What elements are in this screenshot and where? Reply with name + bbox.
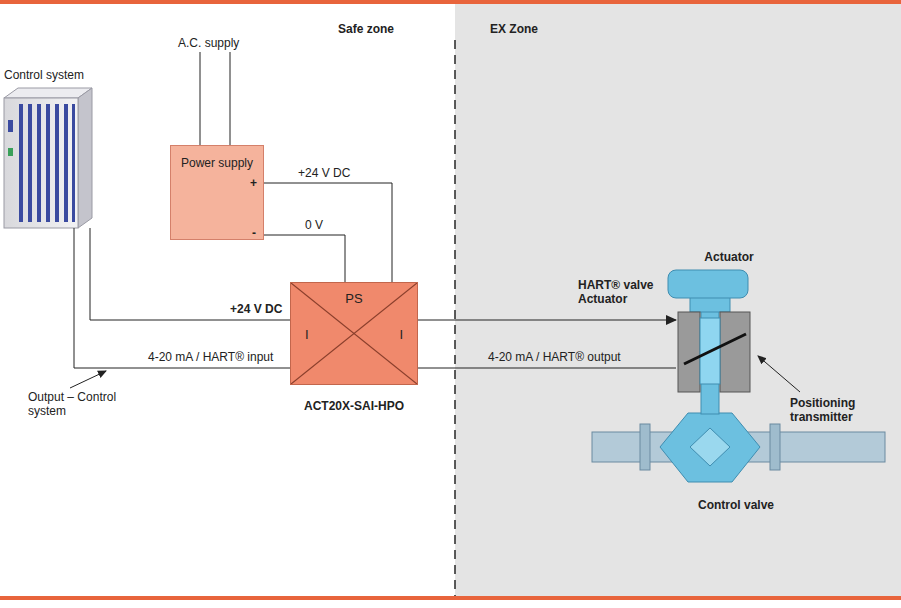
signal-wire [418, 368, 676, 369]
terminal-sign: - [252, 226, 256, 240]
wire-label: +24 V DC [230, 302, 282, 316]
wire-label: 4-20 mA / HART® output [488, 350, 621, 364]
device-name: ACT20X-SAI-HPO [261, 399, 447, 413]
signal-wire [264, 235, 345, 282]
part-label: Control valve [698, 498, 774, 512]
ex-zone-ground [455, 4, 901, 596]
control-rack [4, 88, 92, 228]
wire-label: 0 V [305, 218, 323, 232]
callout-text: Output – Control system [28, 390, 118, 419]
signal-wire [90, 228, 290, 320]
signal-wire [74, 228, 290, 368]
leader-arrow [70, 371, 106, 388]
wire-label: 4-20 mA / HART® input [148, 350, 273, 364]
actuator: Actuator [676, 250, 782, 392]
zone-label: EX Zone [490, 22, 538, 36]
terminal-sign: + [250, 176, 257, 190]
zone-border [454, 40, 456, 596]
ac-wire [230, 52, 231, 145]
callout-text: Positioning transmitter [790, 396, 874, 425]
ac-wire [200, 52, 201, 145]
zone-label: Safe zone [338, 22, 394, 36]
divider-line [291, 283, 417, 384]
top-rule [0, 0, 901, 4]
leader-arrow [758, 356, 800, 392]
block-mark: PS [291, 291, 417, 307]
callout-text: HART® valve Actuator [578, 278, 654, 307]
supply-label: A.C. supply [178, 36, 239, 50]
block-mark: I [305, 327, 309, 343]
bottom-rule [0, 596, 901, 600]
signal-wire [264, 183, 392, 282]
power-supply-box: Power supply + - [170, 145, 264, 240]
isolator-box: PSIIACT20X-SAI-HPO [290, 282, 418, 385]
control-system: Control system [4, 68, 96, 228]
wire-label: +24 V DC [298, 166, 350, 180]
node-heading: Control system [4, 68, 84, 82]
node-heading: Actuator [666, 250, 792, 264]
divider-line [291, 283, 417, 384]
signal-wire [418, 320, 676, 321]
control-valve [592, 270, 885, 482]
box-title: Power supply [171, 156, 263, 170]
block-mark: I [399, 327, 403, 343]
